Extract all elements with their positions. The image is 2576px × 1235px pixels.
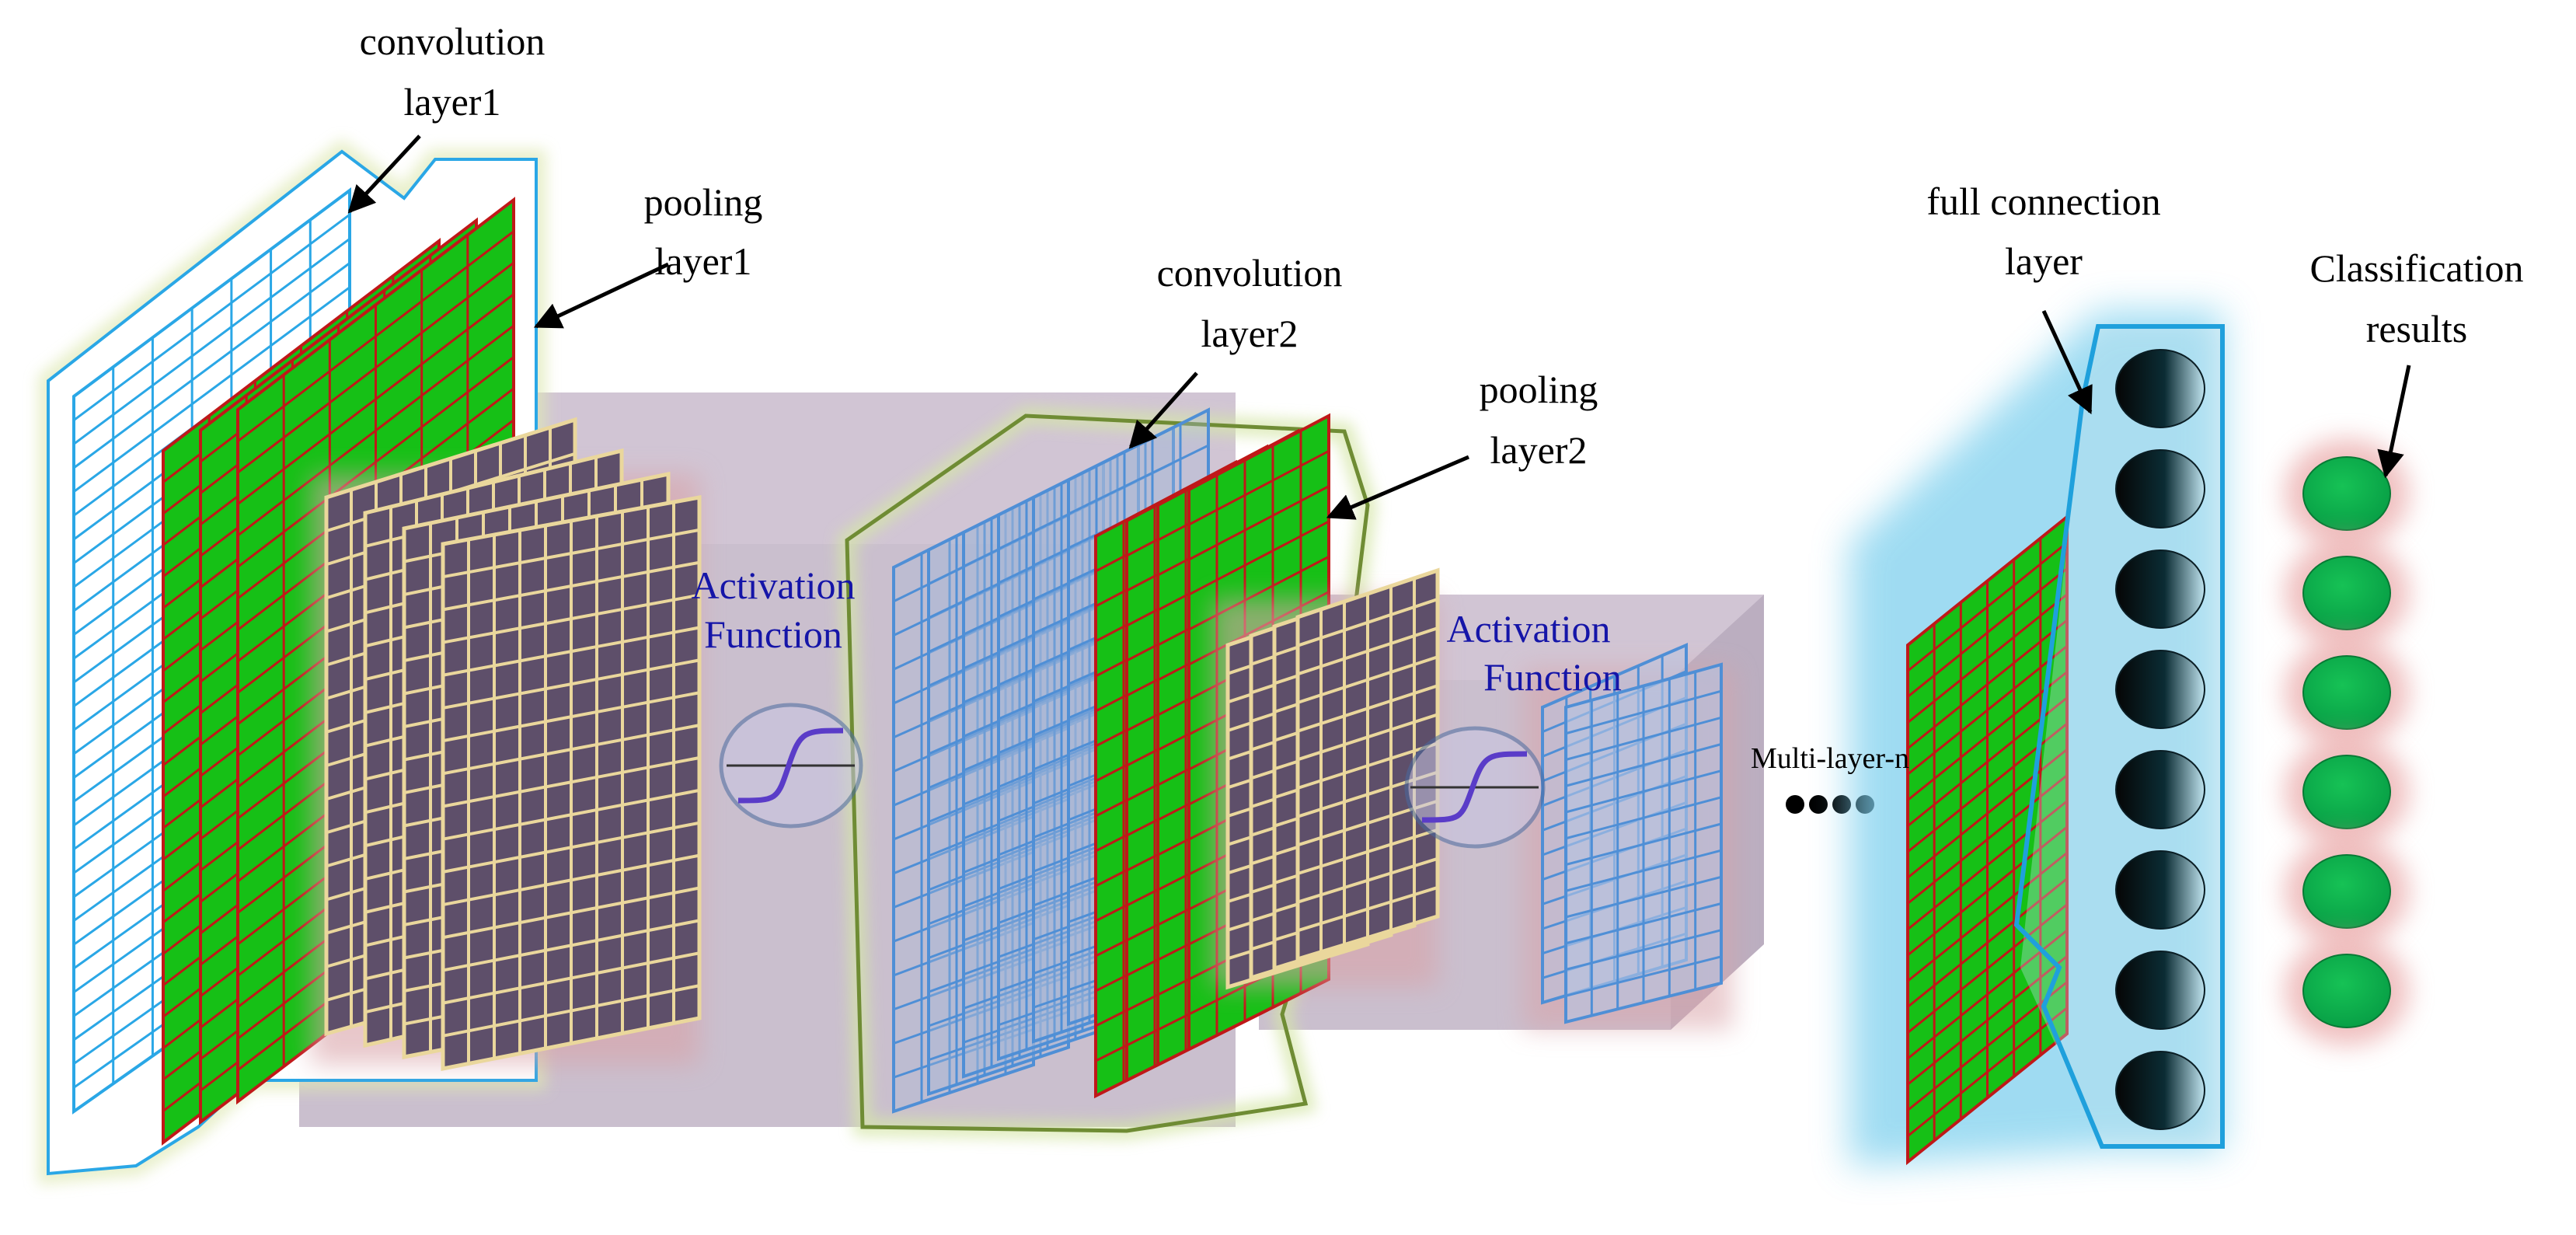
label-pool1-line1: pooling: [644, 180, 763, 224]
result-node-5: [2302, 854, 2391, 929]
fc-neuron-1: [2115, 349, 2205, 428]
arrow-pool2: [1326, 455, 1469, 520]
label-pool1-line2: layer1: [655, 239, 752, 283]
fc-column: [2013, 324, 2225, 1149]
label-activation2-line1: Activation: [1446, 607, 1610, 651]
label-conv2-line1: convolution: [1157, 251, 1343, 295]
result-node-3: [2302, 655, 2391, 730]
result-node-2: [2302, 556, 2391, 630]
label-activation1-line1: Activation: [691, 563, 855, 607]
label-conv1-line1: convolution: [360, 19, 546, 63]
fc-neuron-7: [2115, 951, 2205, 1030]
fc-neuron-6: [2115, 850, 2205, 930]
fc-neurons: [2115, 349, 2205, 1130]
arrow-results: [2377, 365, 2411, 479]
label-results-line2: results: [2366, 307, 2468, 351]
layer-n-sheet-2: [1564, 662, 1723, 1024]
label-activation1-line2: Function: [704, 612, 842, 656]
fc-neuron-3: [2115, 549, 2205, 629]
result-node-6: [2302, 954, 2391, 1028]
label-fc-line2: layer: [2005, 239, 2083, 283]
activation-symbol-1: [719, 703, 863, 829]
arrow-conv1: [347, 134, 421, 214]
feature-maps-2: [1225, 567, 1440, 990]
feature-maps-1: [324, 417, 702, 1072]
classification-nodes: [2285, 439, 2409, 1045]
fc-neuron-2: [2115, 449, 2205, 529]
fc-neuron-8: [2115, 1051, 2205, 1130]
result-node-4: [2302, 755, 2391, 829]
layer-n-feature-maps: [1541, 642, 1723, 1024]
arrows: [347, 134, 2411, 520]
label-fc-line1: full connection: [1926, 180, 2160, 223]
arrow-conv2: [1128, 372, 1198, 449]
dot-1: [1786, 795, 1804, 814]
label-activation2-line2: Function: [1483, 655, 1622, 699]
label-results-line1: Classification: [2310, 246, 2524, 290]
dot-3: [1832, 795, 1851, 814]
activation-symbol-2: [1404, 726, 1546, 849]
label-conv2-line2: layer2: [1201, 312, 1298, 355]
label-pool2-line1: pooling: [1480, 368, 1598, 411]
fc-neuron-5: [2115, 750, 2205, 829]
arrow-pool1: [533, 262, 670, 329]
label-conv1-line2: layer1: [404, 80, 501, 124]
fc-neuron-4: [2115, 650, 2205, 729]
label-multi-layer: Multi-layer-n: [1751, 742, 1909, 775]
label-pool2-line2: layer2: [1490, 428, 1588, 472]
dot-2: [1809, 795, 1828, 814]
result-node-1: [2302, 456, 2391, 531]
arrow-fc: [2041, 309, 2093, 415]
feature1-sheet-4: [441, 495, 702, 1072]
